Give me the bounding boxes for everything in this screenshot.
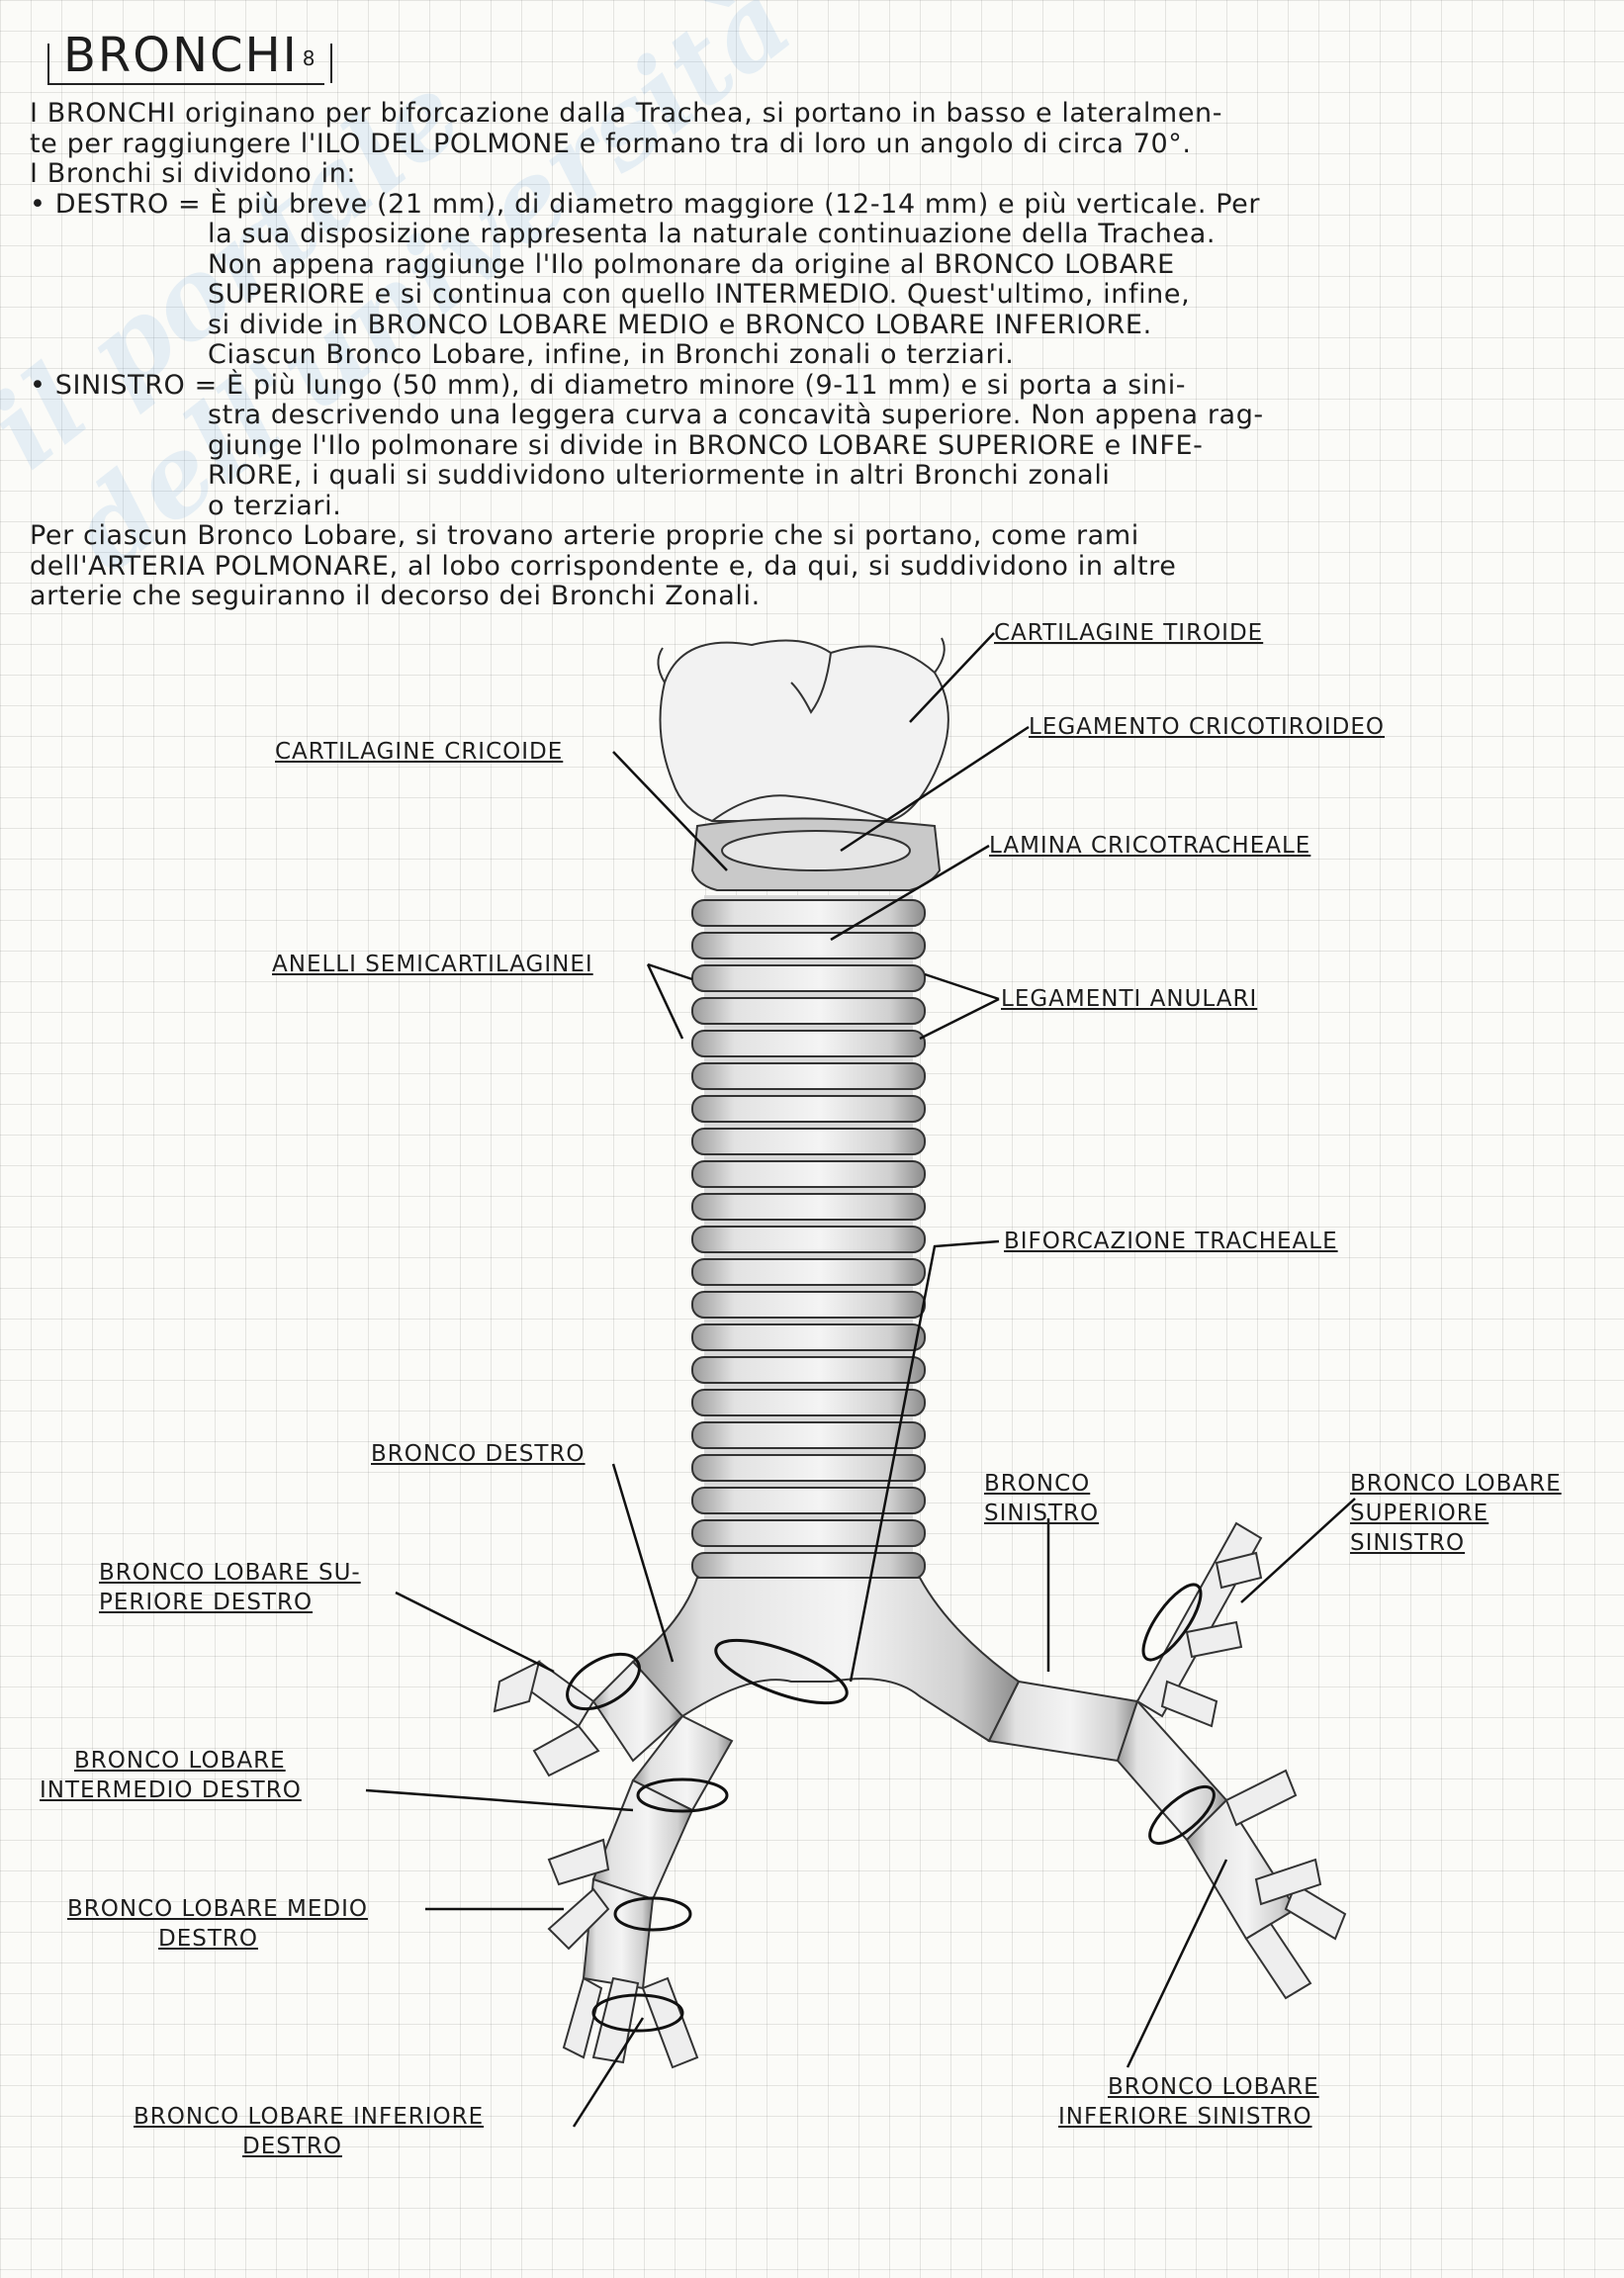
title-text: BRONCHI	[63, 28, 299, 83]
line-15: Per ciascun Bronco Lobare, si trovano ar…	[30, 521, 1573, 552]
line-5: la sua disposizione rappresenta la natur…	[30, 220, 1573, 250]
label-blss-l2: SUPERIORE	[1350, 1499, 1562, 1528]
trachea-ring	[692, 1063, 925, 1089]
line-8: si divide in BRONCO LOBARE MEDIO e BRONC…	[30, 311, 1573, 341]
label-legamento-cricotiroideo: LEGAMENTO CRICOTIROIDEO	[1029, 712, 1385, 742]
trachea-ring	[692, 1553, 925, 1579]
label-bronco-sinistro: BRONCO SINISTRO	[984, 1469, 1099, 1528]
trachea-ring	[692, 1194, 925, 1220]
line-16: dell'ARTERIA POLMONARE, al lobo corrispo…	[30, 552, 1573, 583]
label-bronco-sinistro-l2: SINISTRO	[984, 1499, 1099, 1528]
trachea-ring	[692, 1161, 925, 1187]
label-blind-l1: BRONCO LOBARE INFERIORE	[134, 2102, 484, 2132]
line-11: stra descrivendo una leggera curva a con…	[30, 401, 1573, 431]
line-7: SUPERIORE e si continua con quello INTER…	[30, 280, 1573, 311]
label-legamenti-anulari: LEGAMENTI ANULARI	[1001, 984, 1257, 1014]
label-blss-l3: SINISTRO	[1350, 1528, 1562, 1558]
trachea-ring	[692, 998, 925, 1024]
label-biforcazione-tracheale: BIFORCAZIONE TRACHEALE	[1004, 1227, 1338, 1256]
trachea-ring	[692, 1096, 925, 1122]
trachea-bronchi-drawing	[0, 613, 1624, 2278]
label-bronco-lobare-superiore-sinistro: BRONCO LOBARE SUPERIORE SINISTRO	[1350, 1469, 1562, 1558]
label-blid-l1: BRONCO LOBARE	[40, 1746, 302, 1776]
label-anelli-semicartilaginei: ANELLI SEMICARTILAGINEI	[272, 950, 593, 979]
trachea-ring	[692, 1031, 925, 1056]
trachea-ring	[692, 1227, 925, 1252]
label-bronco-lobare-superiore-destro: BRONCO LOBARE SU- PERIORE DESTRO	[99, 1558, 361, 1617]
label-bronco-destro: BRONCO DESTRO	[371, 1439, 586, 1469]
label-bronco-sinistro-l1: BRONCO	[984, 1469, 1099, 1499]
line-12: giunge l'Ilo polmonare si divide in BRON…	[30, 431, 1573, 462]
label-blis-l1: BRONCO LOBARE	[1058, 2072, 1319, 2102]
cricoid-cartilage	[692, 819, 940, 891]
trachea-ring	[692, 1520, 925, 1546]
line-6: Non appena raggiunge l'Ilo polmonare da …	[30, 250, 1573, 281]
thyroid-cartilage	[658, 638, 947, 821]
line-10: • SINISTRO = È più lungo (50 mm), di dia…	[30, 371, 1573, 402]
title-bracket-right	[330, 44, 332, 83]
trachea-ring	[692, 1292, 925, 1318]
trachea-ring	[692, 1324, 925, 1350]
line-3: I Bronchi si dividono in:	[30, 159, 1573, 190]
trachea-ring	[692, 1259, 925, 1285]
label-bronco-lobare-inferiore-sinistro: BRONCO LOBARE INFERIORE SINISTRO	[1058, 2072, 1319, 2132]
label-blsd-l1: BRONCO LOBARE SU-	[99, 1558, 361, 1588]
label-blind-l2: DESTRO	[134, 2132, 484, 2161]
trachea-ring	[692, 1488, 925, 1513]
label-blsd-l2: PERIORE DESTRO	[99, 1588, 361, 1617]
label-blid-l2: INTERMEDIO DESTRO	[40, 1776, 302, 1805]
label-bronco-lobare-intermedio-destro: BRONCO LOBARE INTERMEDIO DESTRO	[40, 1746, 302, 1805]
trachea-ring	[692, 933, 925, 958]
label-lamina-cricotracheale: LAMINA CRICOTRACHEALE	[989, 831, 1310, 861]
line-2: te per raggiungere l'ILO DEL POLMONE e f…	[30, 130, 1573, 160]
trachea-ring	[692, 1129, 925, 1154]
line-17: arterie che seguiranno il decorso dei Br…	[30, 582, 1573, 612]
line-1: I BRONCHI originano per biforcazione dal…	[30, 99, 1573, 130]
label-cartilagine-tiroide: CARTILAGINE TIROIDE	[994, 618, 1263, 648]
label-blmd-l2: DESTRO	[67, 1924, 368, 1954]
line-9: Ciascun Bronco Lobare, infine, in Bronch…	[30, 340, 1573, 371]
notes-body: I BRONCHI originano per biforcazione dal…	[30, 99, 1573, 612]
trachea-ring	[692, 1357, 925, 1383]
line-14: o terziari.	[30, 492, 1573, 522]
trachea-ring	[692, 1422, 925, 1448]
trachea-ring	[692, 1390, 925, 1415]
page-number: 8	[303, 46, 317, 70]
label-bronco-lobare-medio-destro: BRONCO LOBARE MEDIO DESTRO	[67, 1894, 368, 1954]
label-blis-l2: INFERIORE SINISTRO	[1058, 2102, 1319, 2132]
label-bronco-lobare-inferiore-destro: BRONCO LOBARE INFERIORE DESTRO	[134, 2102, 484, 2161]
label-blmd-l1: BRONCO LOBARE MEDIO	[67, 1894, 368, 1924]
line-4: • DESTRO = È più breve (21 mm), di diame…	[30, 190, 1573, 221]
line-13: RIORE, i quali si suddividono ulteriorme…	[30, 461, 1573, 492]
label-cartilagine-cricoide: CARTILAGINE CRICOIDE	[275, 737, 563, 767]
label-blss-l1: BRONCO LOBARE	[1350, 1469, 1562, 1499]
trachea-ring	[692, 965, 925, 991]
